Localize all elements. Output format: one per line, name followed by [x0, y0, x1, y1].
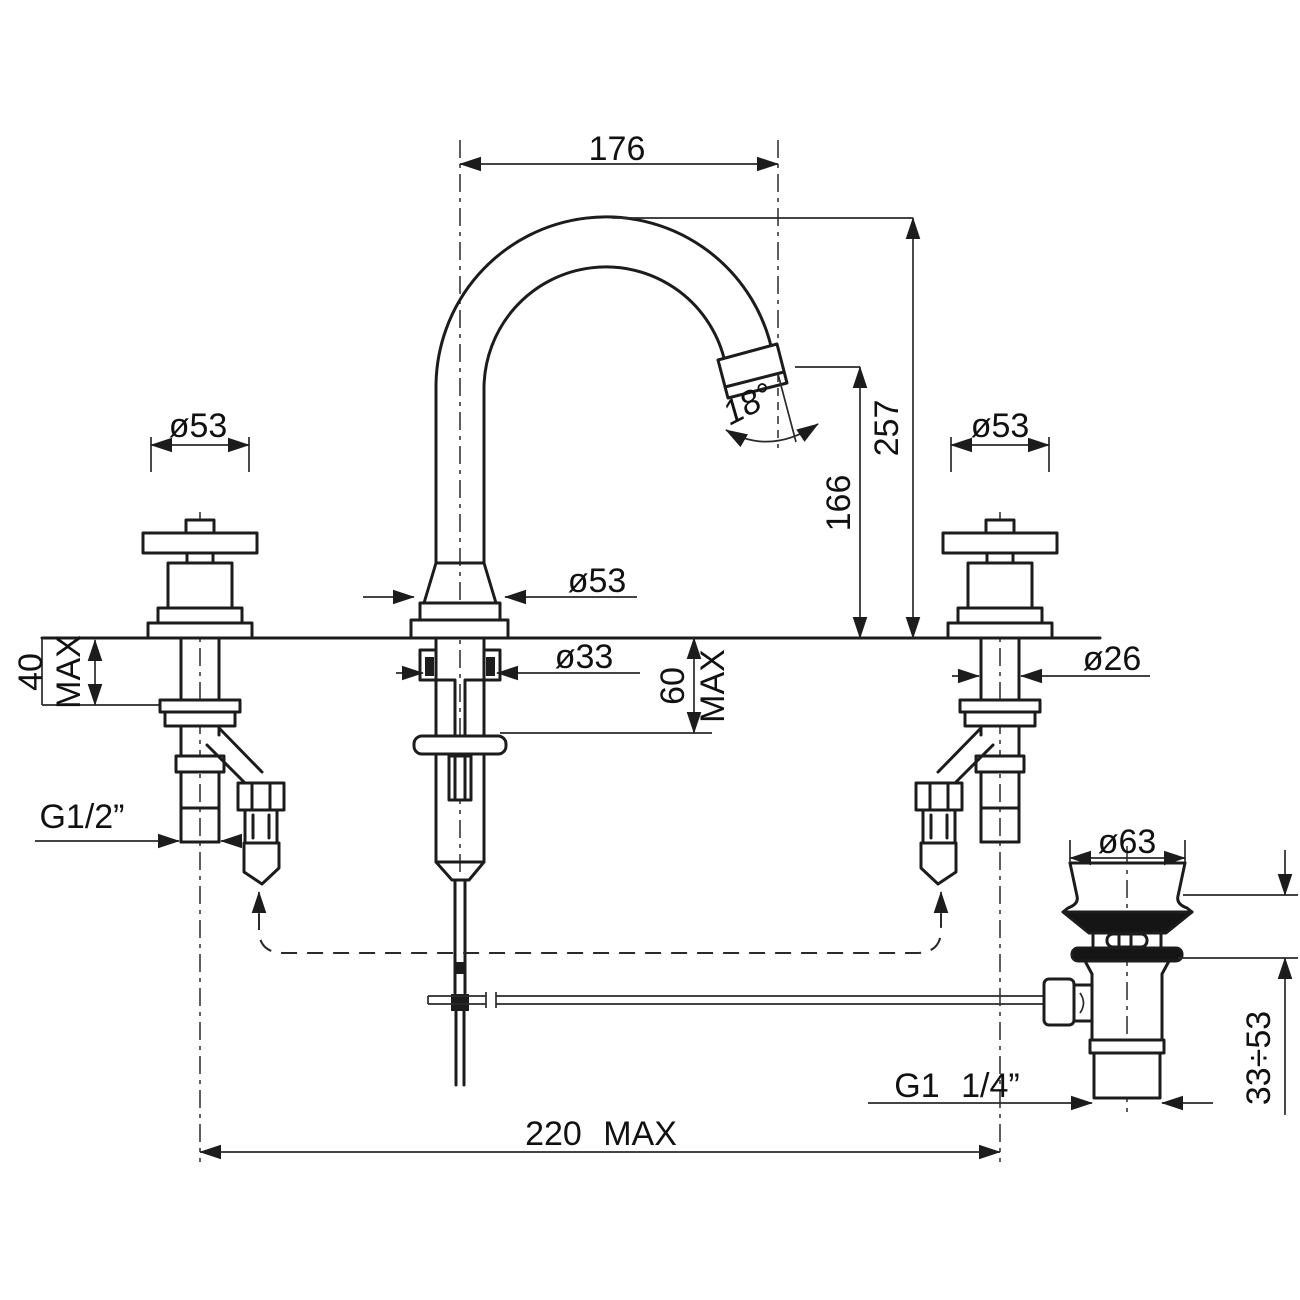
- right-handle: [941, 518, 1059, 640]
- waste-top-gasket: [1061, 910, 1194, 935]
- label-inlet-thread: G1/2”: [39, 798, 124, 836]
- label-deck-max-centre-suffix: MAX: [694, 649, 732, 723]
- spout: [409, 215, 789, 640]
- label-hole-centres: 220 MAX: [525, 1115, 677, 1153]
- label-waste-clamp-range: 33÷53: [1240, 1011, 1278, 1105]
- left-hose-hex-nut: [236, 781, 286, 812]
- hose-routing-path: [258, 914, 942, 954]
- label-deck-max-left-suffix: MAX: [50, 635, 88, 709]
- label-deck-max-left-value: 40: [12, 653, 50, 691]
- dimension-graphics: [35, 156, 1298, 1160]
- label-outlet-height: 166: [820, 475, 858, 532]
- right-hose-hex-nut: [914, 781, 964, 812]
- overflow-slot: [1105, 932, 1149, 949]
- centerlines: [199, 140, 1128, 1162]
- waste-lower-gasket: [1070, 946, 1184, 963]
- left-handle: [141, 518, 259, 640]
- popup-waste: [1061, 861, 1194, 1100]
- right-flex-hose: [919, 841, 958, 886]
- left-flex-hose: [242, 841, 281, 886]
- label-spout-height: 257: [868, 400, 906, 457]
- label-waste-flange-dia: ø63: [1098, 823, 1157, 861]
- label-valve-shank-dia: ø26: [1083, 640, 1142, 678]
- linkage-knurled-screw: [1042, 977, 1076, 1027]
- label-waste-outlet-thread: G1 1/4”: [894, 1067, 1019, 1105]
- left-handle-cross-bar: [141, 531, 259, 555]
- label-spout-reach: 176: [589, 130, 646, 168]
- right-valve-underdeck: [914, 636, 1042, 886]
- rod-clamp: [451, 994, 469, 1011]
- label-deck-max-centre-value: 60: [654, 667, 692, 705]
- popup-rod-linkage: [251, 878, 1076, 1087]
- right-handle-cross-bar: [941, 531, 1059, 555]
- label-handle-dia-right: ø53: [971, 407, 1030, 445]
- label-spout-base-dia: ø53: [568, 562, 627, 600]
- spout-shank-underdeck: [412, 636, 508, 882]
- label-handle-dia-left: ø53: [169, 407, 228, 445]
- waste-tailpipe: [1092, 1051, 1162, 1100]
- left-valve-underdeck: [158, 636, 286, 886]
- shank-collar: [412, 734, 508, 756]
- label-spout-shank-dia: ø33: [555, 638, 614, 676]
- dimension-labels: 176 257 166 18° ø53 ø53 ø53 ø33 ø26 40 M…: [12, 130, 1278, 1153]
